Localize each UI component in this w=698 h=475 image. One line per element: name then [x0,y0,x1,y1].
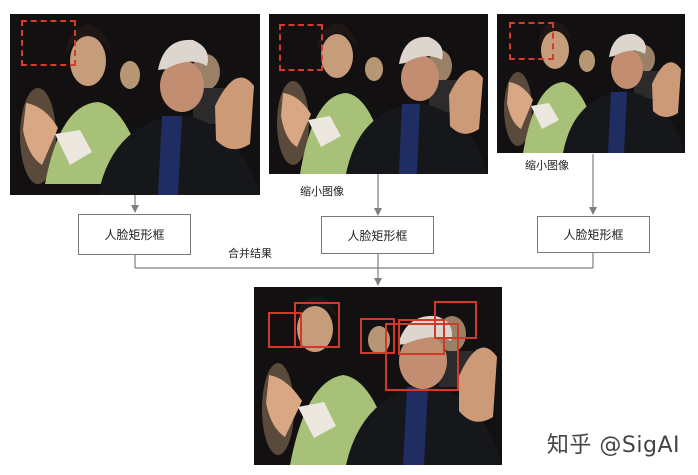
crowd-illustration-medium [269,14,488,174]
detected-face-box-man-large [385,323,459,391]
face-rectangle-box-center: 人脸矩形框 [321,216,434,254]
detected-face-box-woman [294,302,340,348]
photo-merged-result [254,287,502,465]
photo-scaled-small [497,14,685,153]
detected-face-box-right [434,301,477,339]
face-rectangle-box-right: 人脸矩形框 [537,216,650,253]
merge-label: 合并结果 [228,247,272,260]
detection-window-medium [279,24,323,71]
face-rectangle-box-left: 人脸矩形框 [78,214,191,255]
photo-scaled-medium [269,14,488,174]
detection-window-original [21,20,76,66]
detected-face-box-center-back [360,318,395,354]
watermark-text: 知乎 @SigAI [546,433,680,458]
crowd-illustration-small [497,14,685,153]
detected-face-box-left-edge [268,312,302,348]
photo-original [10,14,260,195]
resize-label-right: 缩小图像 [525,159,569,172]
detection-window-small [509,22,554,60]
crowd-illustration [10,14,260,195]
resize-label-center: 缩小图像 [300,185,344,198]
